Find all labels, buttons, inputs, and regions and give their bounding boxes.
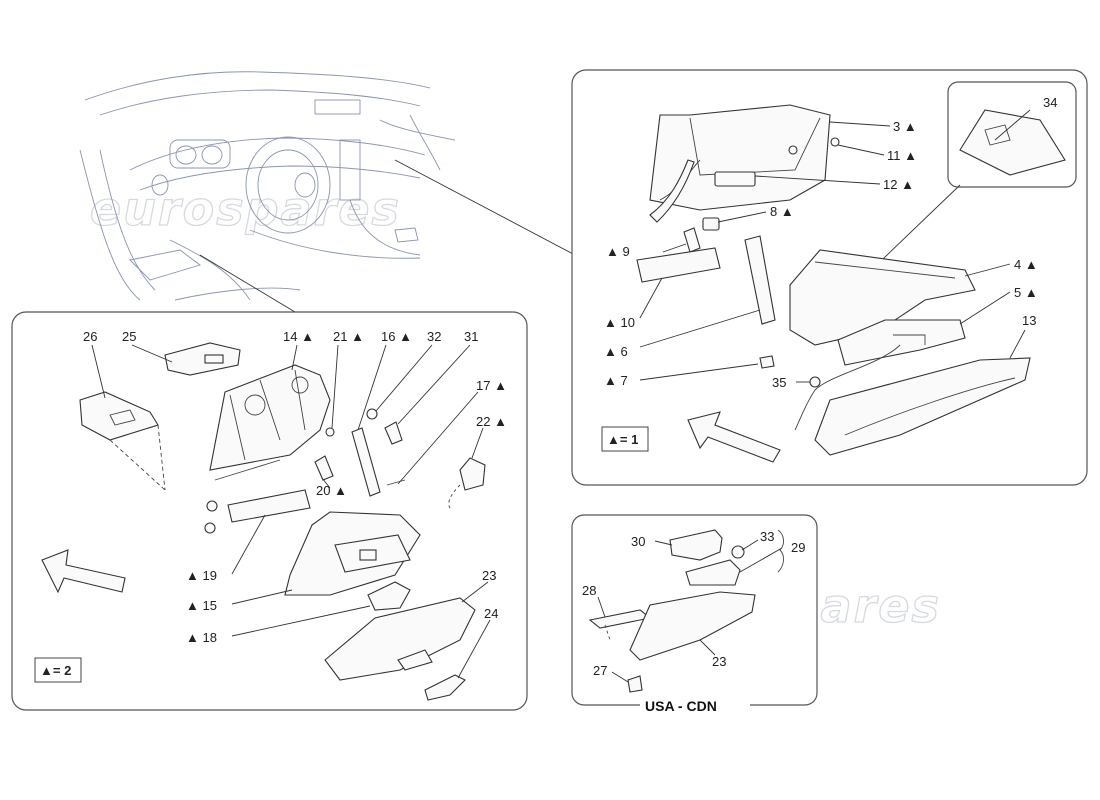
label-17: 17 ▲: [476, 378, 507, 393]
label-34: 34: [1043, 95, 1057, 110]
label-18: ▲ 18: [186, 630, 217, 645]
label-21: 21 ▲: [333, 329, 364, 344]
label-35: 35: [772, 375, 786, 390]
label-4: 4 ▲: [1014, 257, 1038, 272]
label-20: 20 ▲: [316, 483, 347, 498]
label-8: 8 ▲: [770, 204, 794, 219]
label-11: 11 ▲: [887, 148, 917, 163]
key-legend-2: ▲= 2: [40, 663, 71, 678]
label-12: 12 ▲: [883, 177, 914, 192]
key-legend-1: ▲= 1: [607, 432, 638, 447]
usa-cdn-title: USA - CDN: [645, 698, 717, 714]
label-22: 22 ▲: [476, 414, 507, 429]
label-5: 5 ▲: [1014, 285, 1038, 300]
label-23-usa: 23: [712, 654, 726, 669]
label-26: 26: [83, 329, 97, 344]
label-23: 23: [482, 568, 496, 583]
label-3: 3 ▲: [893, 119, 917, 134]
direction-arrow-left-panel: [41, 549, 126, 594]
label-24: 24: [484, 606, 498, 621]
label-16: 16 ▲: [381, 329, 412, 344]
label-29: 29: [791, 540, 805, 555]
label-10: ▲ 10: [604, 315, 635, 330]
label-15: ▲ 15: [186, 598, 217, 613]
title-bg: [640, 694, 750, 714]
leader-dash-right: [394, 159, 576, 256]
label-13: 13: [1022, 313, 1036, 328]
label-31: 31: [464, 329, 478, 344]
label-9: ▲ 9: [606, 244, 630, 259]
key-box-1: [601, 426, 649, 452]
watermark-1: eurospares: [90, 182, 401, 236]
dashboard-sketch: [79, 71, 456, 301]
label-7: ▲ 7: [604, 373, 628, 388]
label-30: 30: [631, 534, 645, 549]
direction-arrow-right-panel: [687, 411, 781, 463]
label-33: 33: [760, 529, 774, 544]
label-6: ▲ 6: [604, 344, 628, 359]
label-28: 28: [582, 583, 596, 598]
label-19: ▲ 19: [186, 568, 217, 583]
label-32: 32: [427, 329, 441, 344]
label-14: 14 ▲: [283, 329, 314, 344]
leader-dash-left: [199, 254, 296, 313]
label-25: 25: [122, 329, 136, 344]
key-box-2: [34, 657, 82, 683]
label-27: 27: [593, 663, 607, 678]
